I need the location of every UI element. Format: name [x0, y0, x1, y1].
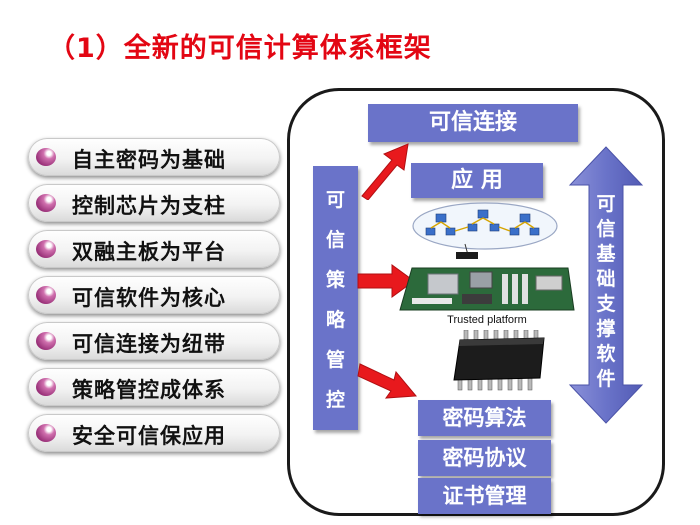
support-software-label: 可 信 基 础 支 撑 软 件 — [586, 192, 626, 392]
principle-label: 控制芯片为支柱 — [72, 194, 226, 218]
principle-item: 可信软件为核心 — [28, 276, 280, 314]
bullet-icon — [36, 424, 56, 442]
trusted-connection-box: 可信连接 — [368, 104, 578, 142]
principle-label: 策略管控成体系 — [72, 378, 226, 402]
application-box: 应 用 — [411, 163, 543, 198]
policy-char: 控 — [325, 389, 345, 411]
principle-label: 双融主板为平台 — [72, 240, 226, 264]
bullet-icon — [36, 286, 56, 304]
support-char: 支 — [596, 293, 616, 315]
bullet-icon — [36, 148, 56, 166]
support-char: 件 — [596, 368, 616, 390]
support-char: 信 — [596, 218, 616, 240]
policy-char: 可 — [325, 189, 345, 211]
red-arrow-icon — [357, 264, 415, 298]
board-label: Trusted platform — [447, 314, 527, 326]
principle-label: 可信连接为纽带 — [72, 332, 226, 356]
support-char: 础 — [596, 268, 616, 290]
policy-char: 信 — [325, 229, 345, 251]
chip-image — [453, 330, 545, 391]
principle-item: 控制芯片为支柱 — [28, 184, 280, 222]
bullet-icon — [36, 194, 56, 212]
policy-char: 管 — [325, 349, 345, 371]
policy-char: 略 — [325, 309, 345, 331]
principle-item: 双融主板为平台 — [28, 230, 280, 268]
crypto-algorithm-box: 密码算法 — [418, 400, 551, 436]
red-arrow-icon — [357, 363, 418, 399]
page-title: （1）全新的可信计算体系框架 — [48, 33, 432, 64]
principle-item: 可信连接为纽带 — [28, 322, 280, 360]
crypto-protocol-box: 密码协议 — [418, 440, 551, 476]
network-cluster-icon — [412, 202, 558, 259]
bullet-icon — [36, 378, 56, 396]
trusted-motherboard-image: Trusted platform — [399, 267, 575, 326]
principle-item: 自主密码为基础 — [28, 138, 280, 176]
support-char: 可 — [596, 193, 616, 215]
principle-label: 安全可信保应用 — [72, 424, 226, 448]
double-arrow-icon — [568, 146, 644, 424]
principle-item: 安全可信保应用 — [28, 414, 280, 452]
principle-item: 策略管控成体系 — [28, 368, 280, 406]
certificate-management-box: 证书管理 — [418, 478, 551, 514]
red-arrow-icon — [361, 143, 409, 200]
support-char: 基 — [596, 243, 616, 265]
trusted-policy-box: 可 信 策 略 管 控 — [313, 166, 358, 430]
policy-char: 策 — [325, 269, 345, 291]
principle-label: 自主密码为基础 — [72, 148, 226, 172]
bullet-icon — [36, 332, 56, 350]
support-char: 撑 — [596, 318, 616, 340]
principle-label: 可信软件为核心 — [72, 286, 226, 310]
bullet-icon — [36, 240, 56, 258]
support-char: 软 — [596, 343, 616, 365]
